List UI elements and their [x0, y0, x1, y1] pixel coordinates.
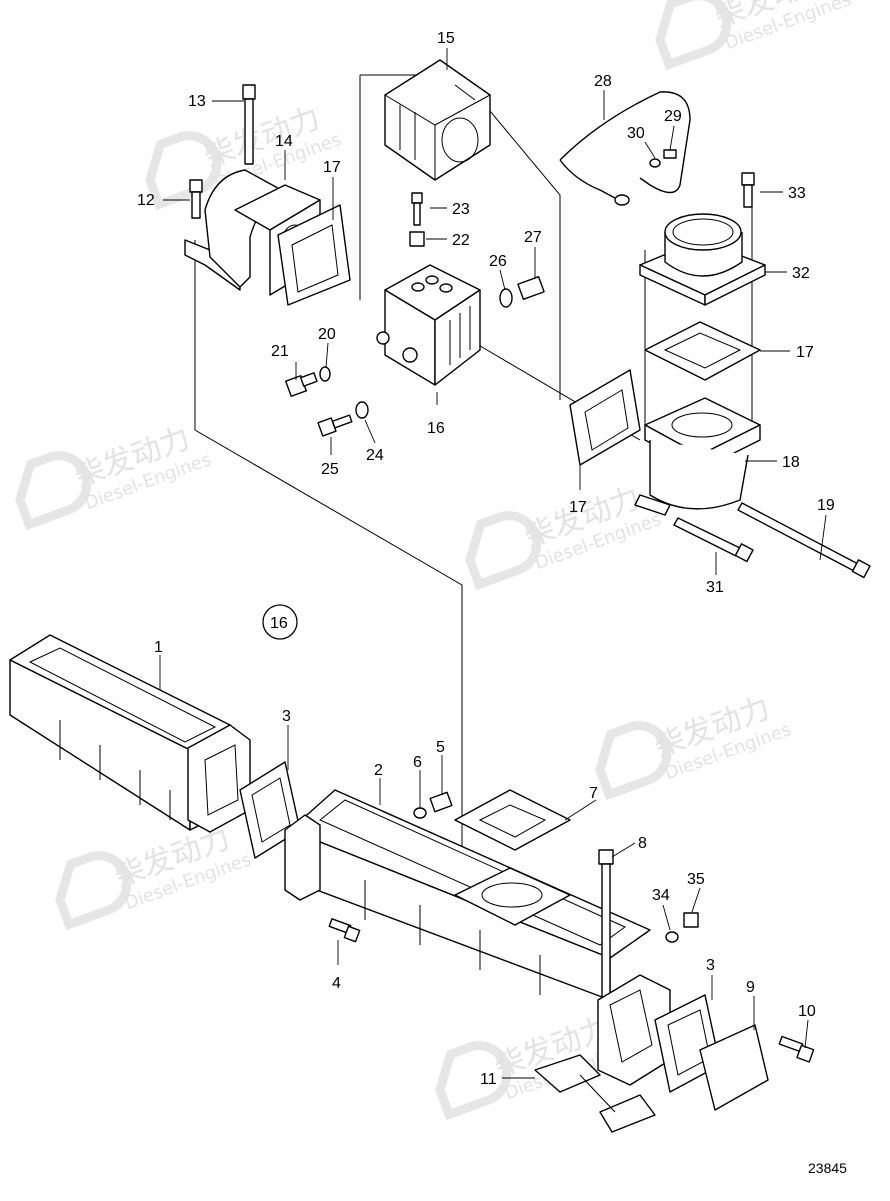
figure-number: 23845	[808, 1160, 847, 1176]
washer-26	[499, 288, 513, 308]
upper-assembly	[184, 59, 871, 579]
callout-24: 24	[366, 447, 384, 464]
bolt-25	[317, 414, 353, 437]
callout-23: 23	[452, 201, 470, 218]
bolt-10	[778, 1035, 815, 1063]
manifold-assembly	[9, 634, 815, 1133]
callout-18: 18	[782, 454, 800, 471]
fitting-29	[663, 149, 677, 159]
elbow-18	[634, 397, 761, 516]
sleeve-15	[384, 59, 491, 181]
gasket-17-right	[644, 321, 761, 381]
manifold-section-2	[284, 789, 651, 1001]
callout-25: 25	[321, 461, 339, 478]
callout-17-c: 17	[569, 499, 587, 516]
washer-20	[319, 366, 331, 382]
assembly-lines	[194, 74, 753, 890]
callouts: 13 12 14 17 15 23 22 27 26 28 29 30 33 3…	[137, 30, 835, 1088]
leader-lines	[159, 48, 827, 1079]
callout-32: 32	[792, 265, 810, 282]
callout-28: 28	[594, 73, 612, 90]
manifold-end-flange	[597, 974, 671, 1086]
bolt-12	[189, 179, 203, 219]
group-callout-circle	[262, 604, 298, 640]
bracket-11	[534, 1054, 656, 1133]
callout-11: 11	[480, 1071, 497, 1088]
callout-31: 31	[706, 579, 724, 596]
valve-body-16	[376, 264, 481, 386]
plug-35	[683, 912, 699, 928]
callout-4: 4	[332, 975, 341, 992]
washer-30	[649, 158, 661, 168]
bolt-19	[737, 502, 871, 579]
fitting-27	[517, 276, 545, 300]
pipe-28	[559, 91, 691, 206]
flange-pipe-32	[639, 213, 766, 306]
callout-6: 6	[413, 754, 422, 771]
gasket-7	[454, 789, 571, 851]
callout-1: 1	[154, 639, 163, 656]
washer-6	[413, 807, 427, 819]
washer-24	[355, 401, 369, 419]
bolt-23	[411, 192, 423, 226]
callout-19: 19	[817, 497, 835, 514]
callout-12: 12	[137, 192, 155, 209]
gasket-17-left	[277, 204, 351, 306]
callout-13: 13	[188, 93, 206, 110]
callout-35: 35	[687, 871, 705, 888]
bolt-33	[741, 172, 755, 208]
callout-15: 15	[437, 30, 455, 47]
bolt-31	[673, 517, 754, 563]
callout-2: 2	[374, 762, 383, 779]
callout-26: 26	[489, 253, 507, 270]
callout-30: 30	[627, 125, 645, 142]
callout-5: 5	[436, 739, 445, 756]
callout-16: 16	[427, 420, 445, 437]
callout-14: 14	[275, 133, 293, 150]
manifold-flange	[454, 867, 571, 926]
callout-29: 29	[664, 108, 682, 125]
callout-17-b: 17	[796, 344, 814, 361]
callout-3-a: 3	[282, 708, 291, 725]
callout-20: 20	[318, 326, 336, 343]
callout-9: 9	[746, 979, 755, 996]
callout-33: 33	[788, 185, 806, 202]
cover-plate-9	[699, 1024, 769, 1111]
bolt-13	[242, 84, 256, 165]
group-callout-label: 16	[270, 615, 288, 632]
callout-34: 34	[652, 887, 670, 904]
callout-10: 10	[798, 1003, 816, 1020]
callout-17-a: 17	[323, 159, 341, 176]
callout-21: 21	[271, 343, 289, 360]
callout-3-b: 3	[706, 957, 715, 974]
plug-21	[285, 372, 318, 397]
washer-34	[665, 931, 679, 943]
bolt-4	[328, 918, 361, 943]
callout-22: 22	[452, 232, 470, 249]
nut-22	[409, 231, 425, 247]
callout-27: 27	[524, 229, 542, 246]
plug-5	[429, 791, 453, 813]
callout-8: 8	[638, 835, 647, 852]
callout-7: 7	[589, 785, 598, 802]
gasket-17-middle	[569, 369, 641, 466]
manifold-section-1	[9, 634, 251, 833]
